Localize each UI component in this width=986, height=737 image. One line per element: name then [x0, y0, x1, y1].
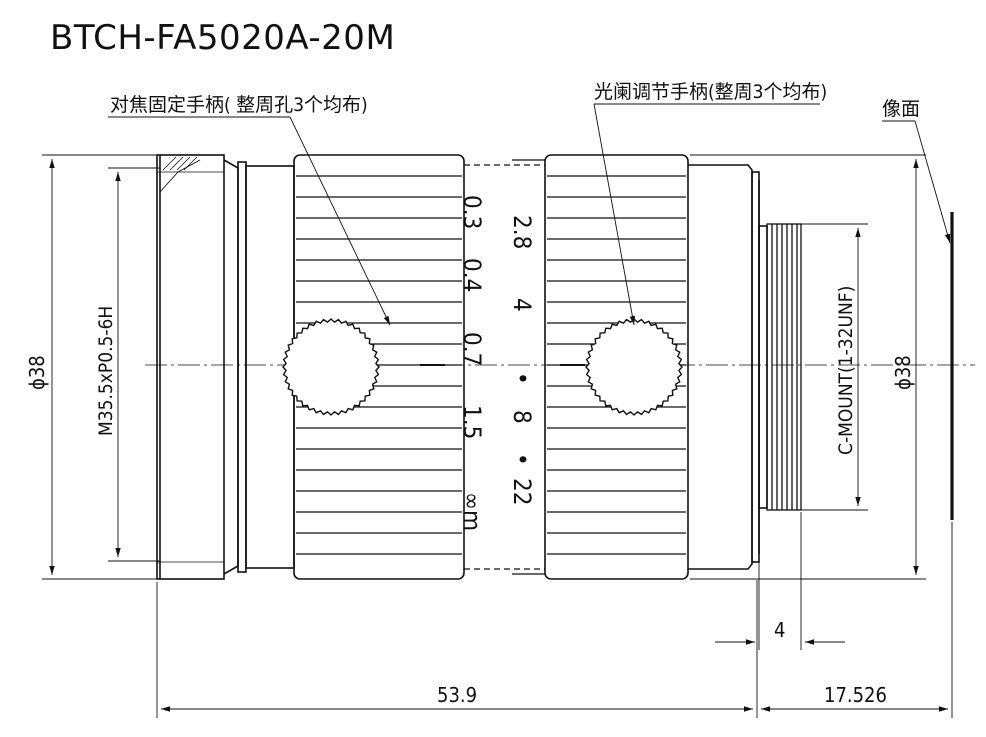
iris-scale: 2.8 4 • 8 • 22 [508, 215, 536, 505]
focus-handle-callout [108, 116, 391, 326]
focus-knurled-screw [282, 318, 380, 416]
left-diameter-dimension [42, 154, 157, 580]
rear-barrel [688, 164, 768, 570]
focus-handle-label: 对焦固定手柄( 整周孔3个均布) [110, 94, 368, 116]
back-focus-label: 17.526 [824, 683, 887, 707]
mount-thread-label: C-MOUNT(1-32UNF) [835, 286, 857, 455]
right-diameter-dimension [690, 154, 926, 580]
image-plane-callout [882, 120, 951, 244]
iris-mark-dot-1: • [508, 372, 536, 385]
iris-mark-4: 4 [508, 298, 536, 312]
iris-mark-2.8: 2.8 [508, 215, 536, 249]
iris-handle-label: 光阑调节手柄(整周3个均布) [594, 81, 827, 103]
focus-scale: 0.3 0.4 0.7 1.5 ∞m [458, 195, 486, 531]
length-dimensions [156, 522, 953, 718]
drawing-title: BTCH-FA5020A-20M [50, 18, 396, 58]
focus-mark-0.4: 0.4 [458, 258, 486, 292]
image-plane-label: 像面 [882, 98, 920, 120]
filter-thread-dimension [108, 167, 160, 562]
front-barrel [156, 154, 295, 580]
iris-mark-dot-2: • [508, 453, 536, 466]
iris-mark-8: 8 [508, 410, 536, 424]
left-diameter-label: ϕ38 [25, 355, 49, 390]
focus-mark-0.7: 0.7 [458, 332, 486, 366]
front-chamfer-hatch [162, 156, 198, 171]
right-diameter-label: ϕ38 [891, 355, 915, 390]
iris-knurled-screw [585, 318, 683, 416]
mount-thread-dimension [801, 223, 868, 511]
focus-mark-0.3: 0.3 [458, 195, 486, 229]
c-mount-thread [766, 223, 802, 511]
body-length-label: 53.9 [437, 683, 477, 707]
focus-mark-infinity: ∞m [458, 492, 486, 531]
flange-step-label: 4 [774, 618, 785, 642]
iris-handle-callout [593, 103, 820, 326]
flange-step-dimension [715, 512, 845, 650]
filter-thread-label: M35.5xP0.5-6H [95, 306, 117, 436]
focus-mark-1.5: 1.5 [458, 405, 486, 439]
iris-mark-22: 22 [508, 478, 536, 505]
